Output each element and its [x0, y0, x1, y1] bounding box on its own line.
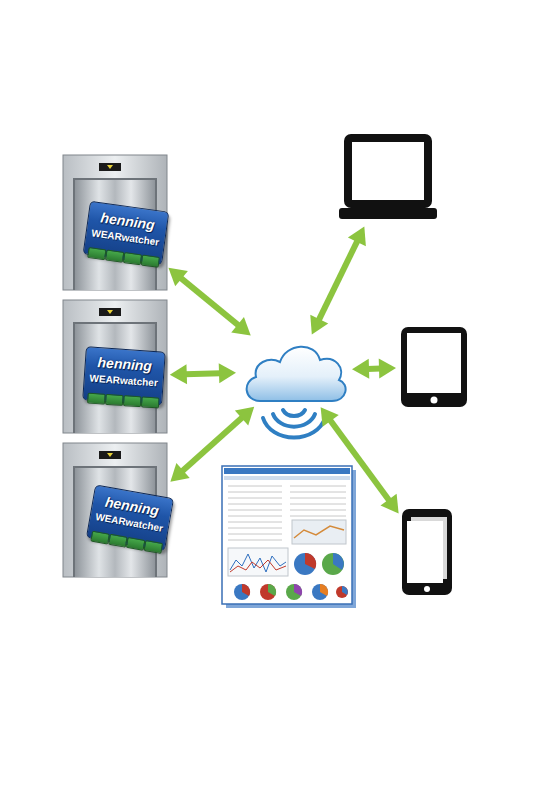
arrow-head	[321, 407, 339, 427]
phone-icon	[401, 508, 453, 596]
wireless-waves	[263, 410, 325, 438]
terminal-block	[87, 247, 106, 260]
arrow-head	[170, 364, 187, 384]
wave-arc	[273, 414, 315, 427]
elevator-frame	[63, 443, 167, 577]
terminal-block	[108, 534, 128, 548]
arrow-shaft	[367, 366, 381, 372]
map-panel	[292, 520, 346, 544]
terminal-block	[141, 254, 160, 267]
tablet-icon	[400, 326, 468, 408]
pie-chart	[294, 553, 316, 575]
connector-arrow	[352, 359, 396, 379]
home-button	[431, 397, 438, 404]
arrow-head	[348, 227, 366, 247]
pie-row	[234, 584, 348, 600]
direction-indicator	[107, 453, 113, 457]
home-button	[424, 586, 430, 592]
chart-line	[230, 560, 286, 572]
sensor-device: henningWEARwatcher	[83, 201, 170, 266]
line-chart	[228, 548, 288, 576]
floor-display	[99, 451, 121, 459]
tablet-screen	[407, 333, 461, 393]
arrow-head	[379, 359, 396, 379]
wave-arc	[283, 410, 305, 416]
chart-line	[230, 554, 286, 572]
direction-indicator	[107, 310, 113, 314]
arrow-head	[235, 407, 254, 426]
terminal-block	[105, 249, 124, 262]
elevator	[63, 300, 167, 433]
connector-arrow	[168, 268, 250, 336]
terminal-block	[105, 394, 124, 406]
pie-chart	[322, 553, 344, 575]
terminal-block	[90, 531, 110, 545]
pie-slice	[305, 553, 316, 569]
laptop-screen	[348, 138, 428, 204]
elevator	[63, 155, 167, 290]
connector-arrow	[170, 407, 254, 482]
connector-arrow	[170, 363, 236, 384]
arrow-shaft	[185, 373, 221, 374]
arrow-shaft	[318, 240, 357, 321]
arrow-head	[381, 494, 399, 514]
direction-indicator	[107, 165, 113, 169]
cloud-shape	[247, 347, 346, 401]
terminal-block	[123, 395, 142, 407]
elevator-frame	[63, 300, 167, 433]
laptop-base	[339, 208, 437, 219]
floor-display	[99, 308, 121, 316]
phone-screen	[407, 521, 443, 583]
terminal-block	[144, 540, 164, 554]
map-route	[294, 526, 344, 538]
tablet-body	[401, 327, 467, 407]
phone-body	[402, 509, 452, 595]
wave-arc	[263, 418, 325, 438]
terminal-block	[123, 252, 142, 265]
arrow-shaft	[180, 277, 239, 326]
header-bar	[224, 468, 350, 474]
arrow-head	[231, 317, 250, 336]
pie-slice	[333, 553, 344, 570]
arrow-head	[168, 268, 187, 287]
cloud-outline	[240, 338, 348, 404]
elevator-frame	[63, 155, 167, 290]
terminal-block	[126, 537, 146, 551]
dashboard-screenshot	[222, 466, 356, 608]
screenshot-frame	[222, 466, 352, 604]
elevator	[63, 443, 167, 577]
floor-display	[99, 163, 121, 171]
arrow-head	[219, 363, 236, 383]
terminal-block	[141, 396, 160, 408]
tab-bar	[224, 476, 350, 480]
arrow-shaft	[329, 419, 389, 501]
sensor-device: henningWEARwatcher	[82, 346, 166, 405]
connector-arrow	[310, 227, 366, 335]
laptop-icon	[338, 133, 438, 223]
tablet-outline	[400, 326, 468, 408]
arrow-head	[352, 359, 369, 379]
phone-outline	[401, 508, 453, 596]
terminal-block	[87, 393, 106, 405]
product-name: WEARwatcher	[89, 373, 158, 390]
cloud-icon	[240, 338, 348, 404]
laptop-outline	[338, 133, 438, 223]
arrow-head	[170, 463, 189, 482]
arrow-shaft	[182, 417, 243, 472]
sensor-device: henningWEARwatcher	[86, 484, 174, 551]
connector-arrow	[321, 407, 399, 513]
brand-name: henning	[97, 354, 152, 374]
arrow-head	[310, 315, 328, 335]
